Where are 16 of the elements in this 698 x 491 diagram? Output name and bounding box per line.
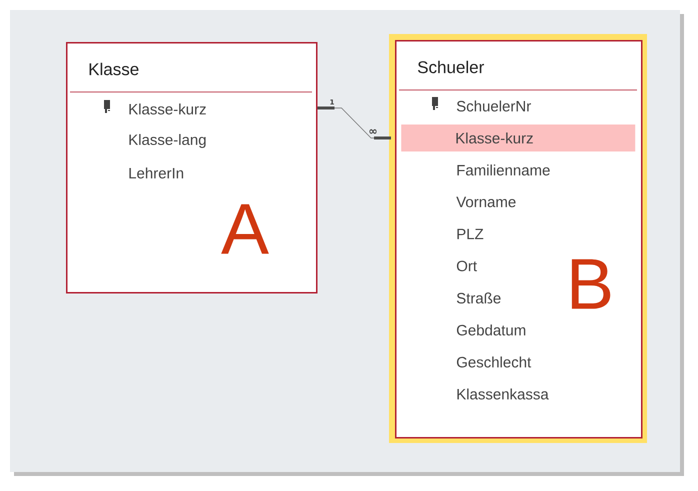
- field-name: SchuelerNr: [456, 100, 531, 112]
- cardinality-label: ∞: [369, 129, 377, 134]
- field-name: LehrerIn: [129, 168, 184, 178]
- field-name: PLZ: [457, 228, 484, 240]
- field-name: Straße: [456, 292, 501, 304]
- field-name: Gebdatum: [456, 324, 526, 336]
- letter-marker: B: [572, 259, 610, 309]
- field-name: Geschlecht: [456, 356, 532, 368]
- field-name: Klasse-kurz: [129, 104, 206, 114]
- letter-marker: A: [221, 204, 269, 254]
- field-name: Familienname: [457, 164, 550, 176]
- field-name: Ort: [456, 260, 477, 272]
- highlighted-field: Klasse-kurz: [401, 124, 636, 152]
- field-name: Klassenkassa: [457, 388, 549, 400]
- field-name: Klasse-lang: [129, 134, 206, 148]
- field-name: Vorname: [456, 196, 516, 208]
